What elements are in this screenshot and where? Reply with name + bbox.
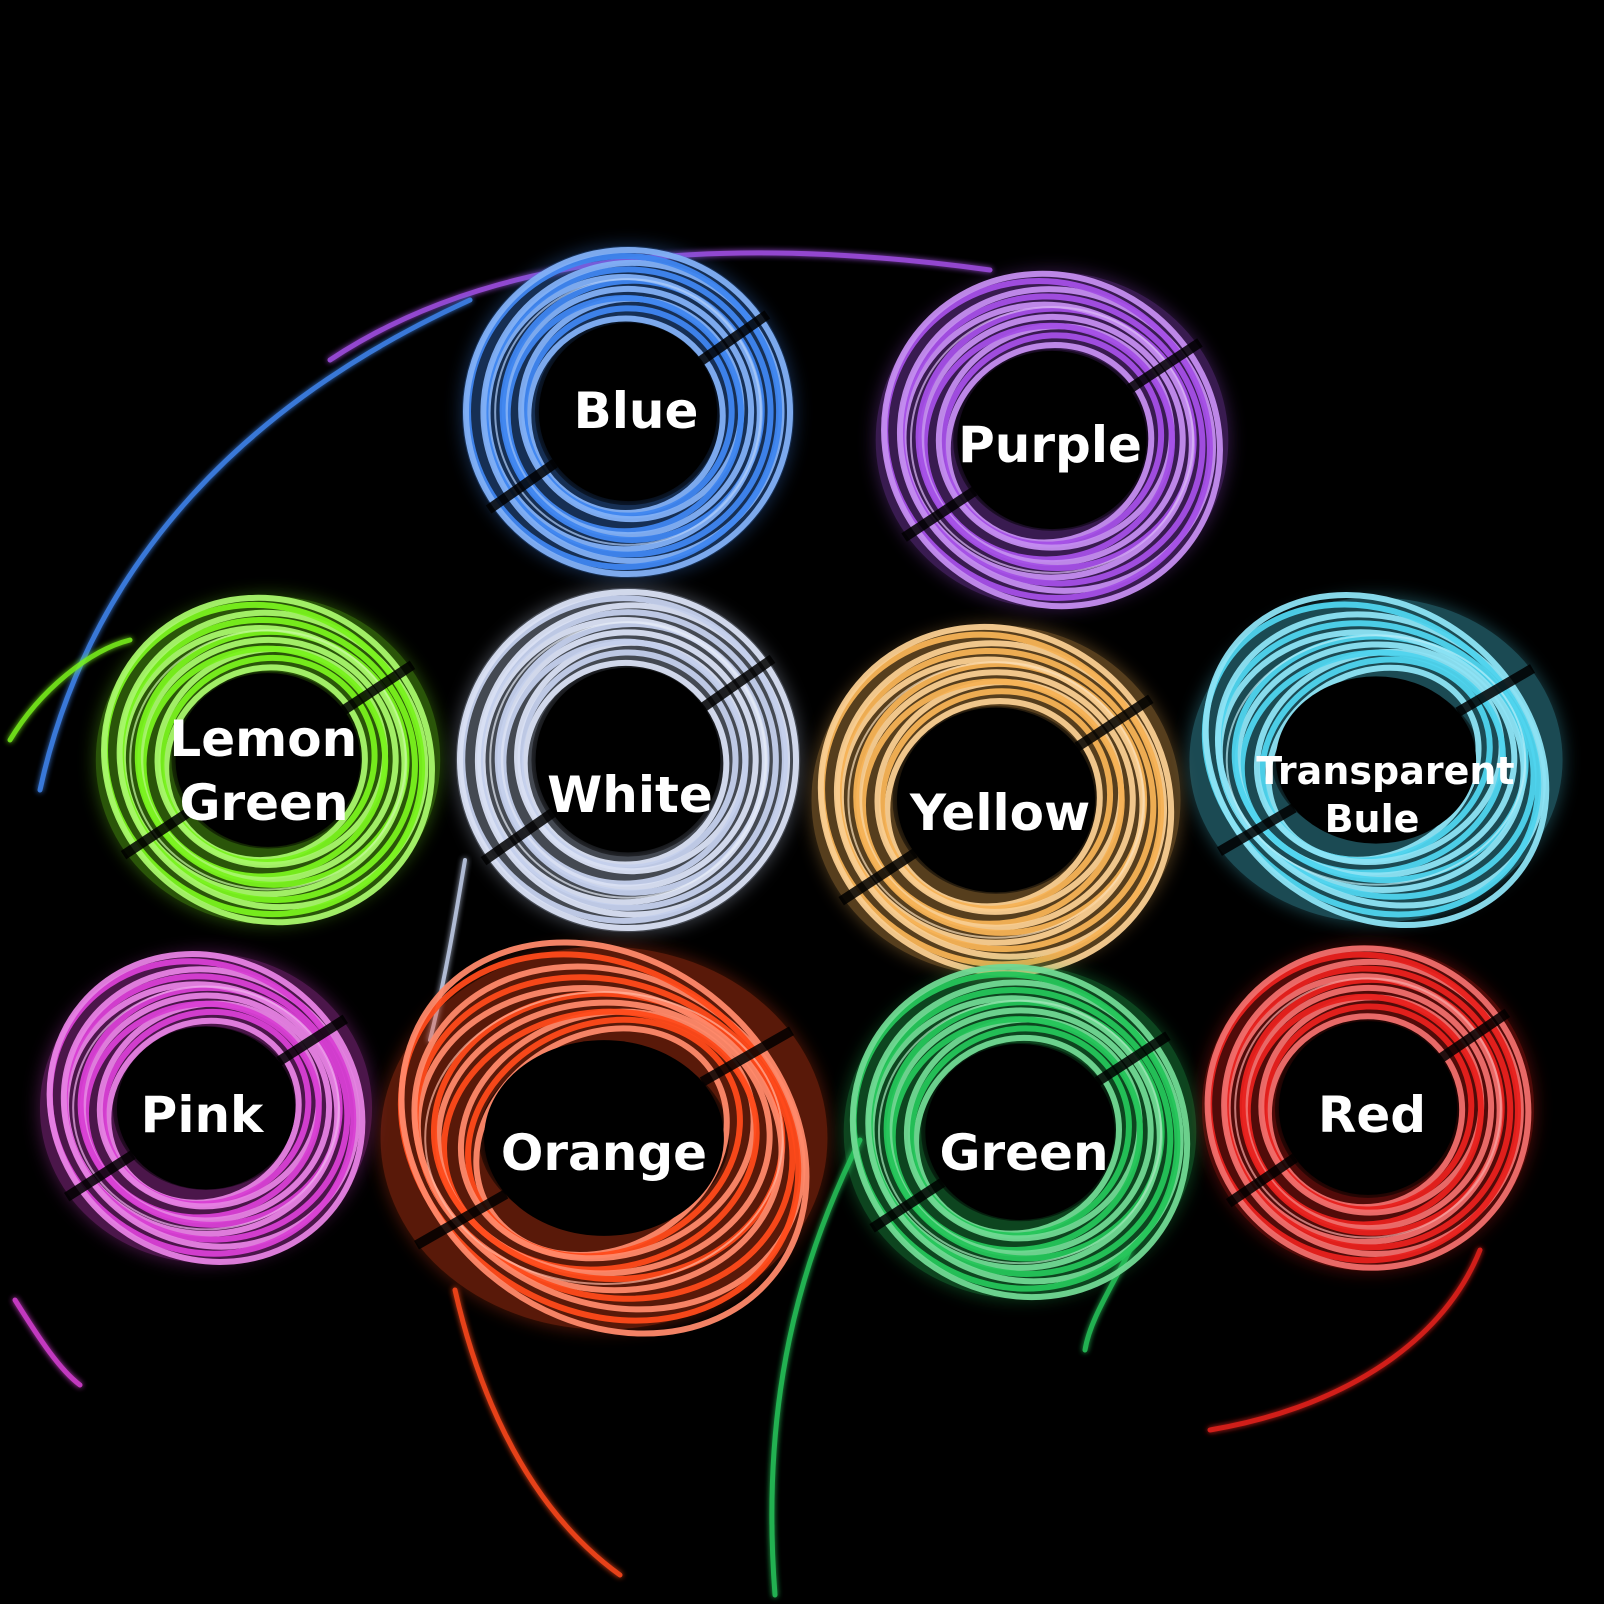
wire-highlight bbox=[72, 985, 340, 1231]
wire-highlight bbox=[909, 306, 1195, 574]
coil-pink bbox=[39, 951, 373, 1265]
coil-center bbox=[1275, 676, 1477, 844]
coil-transparent-bule bbox=[1189, 591, 1563, 929]
twist-tie bbox=[120, 805, 196, 860]
twist-tie bbox=[1225, 1153, 1298, 1208]
wire-loop bbox=[441, 1008, 760, 1273]
green-wire-tail bbox=[769, 1137, 863, 1598]
wire-loop bbox=[398, 939, 810, 1337]
coil-yellow bbox=[811, 623, 1181, 977]
wire-highlight bbox=[129, 629, 407, 891]
coil-green bbox=[843, 963, 1197, 1301]
coil-center bbox=[957, 350, 1147, 530]
wire-loop bbox=[412, 974, 796, 1302]
label-white: White bbox=[547, 766, 713, 824]
orange-wire-tail bbox=[452, 1287, 623, 1578]
wire-loop bbox=[817, 623, 1175, 977]
wire-loop bbox=[435, 999, 773, 1277]
twist-tie bbox=[485, 459, 558, 514]
coil-center bbox=[925, 1044, 1115, 1220]
wire-loop bbox=[397, 951, 802, 1324]
label-red: Red bbox=[1318, 1086, 1426, 1144]
wire-highlight bbox=[847, 661, 1145, 939]
label-yellow: Yellow bbox=[909, 784, 1090, 842]
wire-highlight bbox=[877, 999, 1163, 1265]
label-orange: Orange bbox=[501, 1124, 707, 1182]
label-pink: Pink bbox=[141, 1086, 265, 1144]
twist-tie bbox=[340, 660, 416, 715]
wire-loop bbox=[46, 951, 366, 1265]
twist-tie bbox=[698, 310, 771, 365]
wire-loop bbox=[849, 963, 1191, 1301]
twist-tie bbox=[1455, 664, 1536, 717]
coil-center bbox=[1278, 1021, 1458, 1195]
coil-center bbox=[538, 322, 718, 502]
wire-loop bbox=[463, 247, 793, 577]
wire-loop bbox=[457, 589, 799, 931]
twist-tie bbox=[1126, 338, 1203, 394]
label-lemon-green: Lemon Green bbox=[169, 710, 374, 832]
twist-tie bbox=[699, 1026, 794, 1087]
coil-orange bbox=[380, 939, 828, 1337]
twist-tie bbox=[869, 1178, 946, 1233]
pink-wire-tail bbox=[12, 1297, 83, 1388]
twist-tie bbox=[1438, 1008, 1511, 1063]
wire-loop bbox=[859, 678, 1125, 927]
wire-highlight bbox=[494, 278, 762, 546]
twist-tie bbox=[1074, 694, 1154, 752]
label-green: Green bbox=[939, 1124, 1108, 1182]
red-wire-tail bbox=[1207, 1247, 1483, 1433]
coil-center bbox=[484, 1040, 724, 1236]
coil-purple bbox=[875, 270, 1229, 610]
twist-tie bbox=[700, 654, 776, 712]
twist-tie bbox=[1216, 803, 1297, 856]
coil-blue bbox=[461, 245, 795, 579]
blue-wire-tail bbox=[37, 297, 473, 793]
label-blue: Blue bbox=[574, 382, 699, 440]
twist-tie bbox=[276, 1014, 349, 1066]
twist-tie bbox=[414, 1189, 509, 1250]
coil-white bbox=[455, 587, 801, 933]
wire-highlight bbox=[489, 621, 767, 899]
twist-tie bbox=[1094, 1031, 1171, 1086]
coil-center bbox=[116, 1026, 296, 1190]
label-purple: Purple bbox=[958, 416, 1142, 474]
wire-loop bbox=[465, 1016, 743, 1260]
coil-center bbox=[897, 707, 1095, 893]
coil-lemon-green bbox=[95, 594, 441, 926]
coil-center bbox=[535, 667, 721, 853]
coil-red bbox=[1201, 945, 1535, 1271]
twist-tie bbox=[63, 1150, 136, 1202]
wire-loop bbox=[1202, 591, 1550, 929]
wire-loop bbox=[881, 270, 1223, 610]
wire-highlight bbox=[1225, 634, 1527, 886]
lemon-green-wire-tail bbox=[7, 637, 133, 743]
wire-loop bbox=[1204, 945, 1532, 1271]
coil-center bbox=[175, 673, 361, 847]
wire-highlight bbox=[424, 991, 784, 1285]
label-transparent-bule: Transparent Bule bbox=[1256, 749, 1528, 841]
twist-tie bbox=[480, 808, 556, 866]
wire-loop bbox=[101, 594, 435, 926]
twist-tie bbox=[901, 486, 978, 542]
wire-highlight bbox=[1234, 977, 1502, 1239]
twist-tie bbox=[838, 848, 918, 906]
